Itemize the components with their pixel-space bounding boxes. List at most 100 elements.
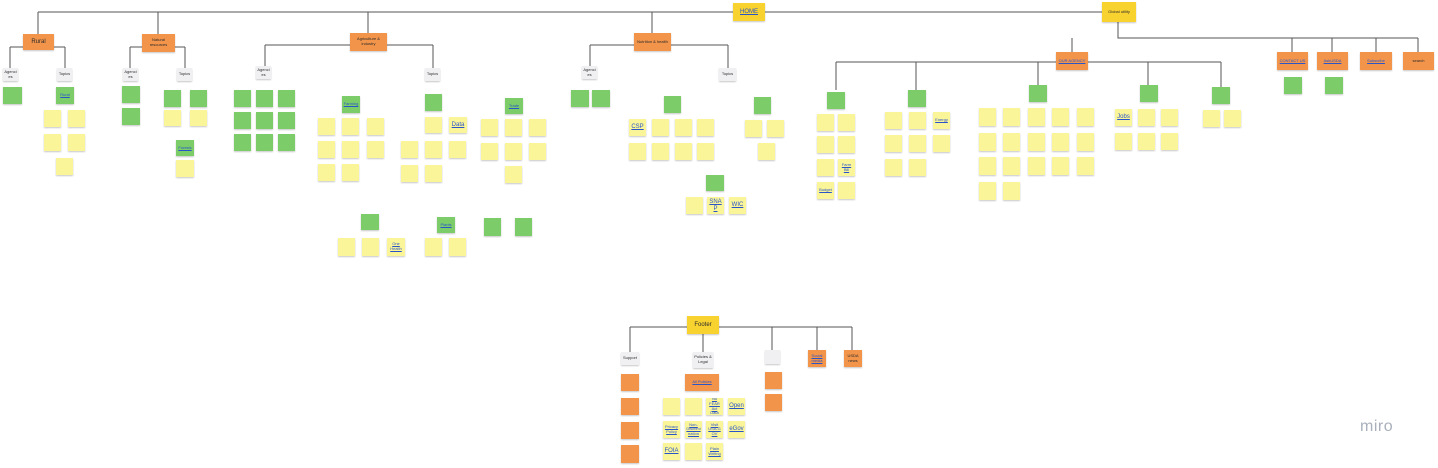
nr-subtopic-note[interactable] [164,110,181,126]
home-node-label[interactable]: HOME [740,8,758,15]
agency-sub-note[interactable] [1161,109,1178,126]
farming-subtopic-note[interactable] [318,141,335,158]
ag-topic-note[interactable] [362,238,379,256]
egov-node[interactable]: eGov [728,421,745,438]
nr-agencies-node[interactable]: Agencies [123,68,138,81]
farm-bill-label[interactable]: Farm Bill [841,161,852,172]
agency-sub-note[interactable] [1161,133,1178,150]
trade-subtopic-note[interactable] [505,143,522,160]
plants-subtopic-note[interactable] [425,238,442,256]
nut-topic-note[interactable] [754,97,771,114]
open-node[interactable]: Open [728,398,745,415]
ag-agency-note[interactable] [234,90,251,107]
agency-sub-note[interactable] [1028,157,1045,175]
agency-sub-note[interactable] [1052,157,1069,175]
all-policies-node[interactable]: All Policies [685,374,719,391]
agency-sub-note[interactable] [817,136,834,153]
farming-subtopic-note[interactable] [318,118,335,135]
agency-sub-note[interactable] [1224,110,1241,127]
plants-label[interactable]: Plants [440,221,452,227]
search-node[interactable]: search [1403,52,1434,70]
agency-sub-note[interactable] [979,182,996,200]
askusda-label[interactable]: AskUSDA [1323,57,1342,63]
jobs-node[interactable]: Jobs [1115,109,1132,126]
ag-topic-green-note[interactable] [515,218,532,236]
trade-subtopic-note[interactable] [529,143,546,160]
trade-subtopic-note[interactable] [481,119,498,136]
plants-node[interactable]: Plants [437,217,455,233]
agency-sub-note[interactable] [885,135,902,152]
plain-writing-node[interactable]: Plain Writing [706,443,723,460]
farming-subtopic-note[interactable] [342,164,359,181]
nut-topics-node[interactable]: Topics [719,68,736,81]
nutrition-node[interactable]: Nutrition & health [634,33,671,51]
non-discrimination-node[interactable]: Non-Discrimination [685,421,702,438]
agency-sub-note[interactable] [1003,157,1020,175]
ag-topic-note[interactable] [449,141,466,158]
data-node[interactable]: Data [449,117,467,133]
trade-subtopic-note[interactable] [505,166,522,183]
policies-legal-node[interactable]: Policies & Legal [693,352,713,368]
plain-writing-label[interactable]: Plain Writing [708,445,721,456]
footer-group-node[interactable] [765,350,780,364]
jobs-label[interactable]: Jobs [1117,114,1130,121]
nut-topic-note[interactable] [706,175,724,191]
footer-node[interactable]: Footer [687,316,719,334]
ag-topics-node[interactable]: Topics [425,68,440,81]
nut-topic-note[interactable] [767,120,784,137]
ag-agency-note[interactable] [278,90,295,107]
agency-sub-note[interactable] [1052,108,1069,126]
agency-sub-note[interactable] [885,112,902,129]
ag-agency-note[interactable] [234,134,251,151]
nut-topic-note[interactable] [629,143,646,160]
agency-sub-note[interactable] [1003,182,1020,200]
support-sub-note[interactable] [621,445,639,463]
policy-sub-note[interactable] [663,398,680,415]
agency-group-note[interactable] [1140,85,1158,102]
trade-node[interactable]: Trade [505,98,523,114]
trade-subtopic-note[interactable] [481,143,498,160]
agency-sub-note[interactable] [1003,108,1020,126]
wic-node[interactable]: WIC [729,197,746,214]
agency-sub-note[interactable] [909,135,926,152]
rural-subtopic-note[interactable] [44,134,61,151]
rural-agencies-node[interactable]: Agencies [3,68,18,81]
ag-topic-green-note[interactable] [361,214,379,230]
privacy-policy-label[interactable]: Privacy Policy [664,423,679,434]
data-label[interactable]: Data [451,121,465,128]
subscribe-label[interactable]: Subscribe [1367,57,1385,63]
csp-label[interactable]: CSP [631,124,644,131]
agency-group-note[interactable] [1212,87,1230,104]
agency-sub-note[interactable] [1028,133,1045,151]
support-sub-note[interactable] [621,374,639,391]
rural-subtopic-note[interactable] [68,134,85,151]
ag-topic-note[interactable] [425,94,442,111]
nr-topic-note[interactable] [164,90,181,107]
rural-topic-label[interactable]: Rural [60,92,70,98]
agency-sub-note[interactable] [885,159,902,176]
rural-subtopic-note[interactable] [68,110,85,127]
agency-sub-note[interactable] [909,112,926,129]
nut-agency-note[interactable] [571,90,589,107]
contact-us-label[interactable]: CONTACT US [1279,57,1306,63]
social-media-label[interactable]: Social media [811,352,823,363]
askusda-node[interactable]: AskUSDA [1317,52,1348,70]
rural-subtopic-note[interactable] [44,110,61,127]
footer-group-sub-note[interactable] [765,372,782,389]
agency-sub-note[interactable] [979,133,996,151]
agency-group-note[interactable] [908,90,926,107]
ag-topic-note[interactable] [401,165,418,182]
agency-sub-note[interactable] [1138,133,1155,150]
rural-node[interactable]: Rural [23,34,54,50]
nut-topic-note[interactable] [664,96,681,113]
rural-topics-node[interactable]: Topics [57,68,72,81]
forests-label[interactable]: Forests [178,144,192,150]
nut-topic-note[interactable] [686,197,703,214]
agency-sub-note[interactable] [1203,110,1220,127]
farming-subtopic-note[interactable] [318,164,335,181]
rural-agency-note[interactable] [3,87,22,104]
ag-agency-note[interactable] [234,112,251,129]
nut-topic-note[interactable] [745,120,762,137]
agency-sub-note[interactable] [817,159,834,176]
nut-topic-note[interactable] [675,119,692,136]
